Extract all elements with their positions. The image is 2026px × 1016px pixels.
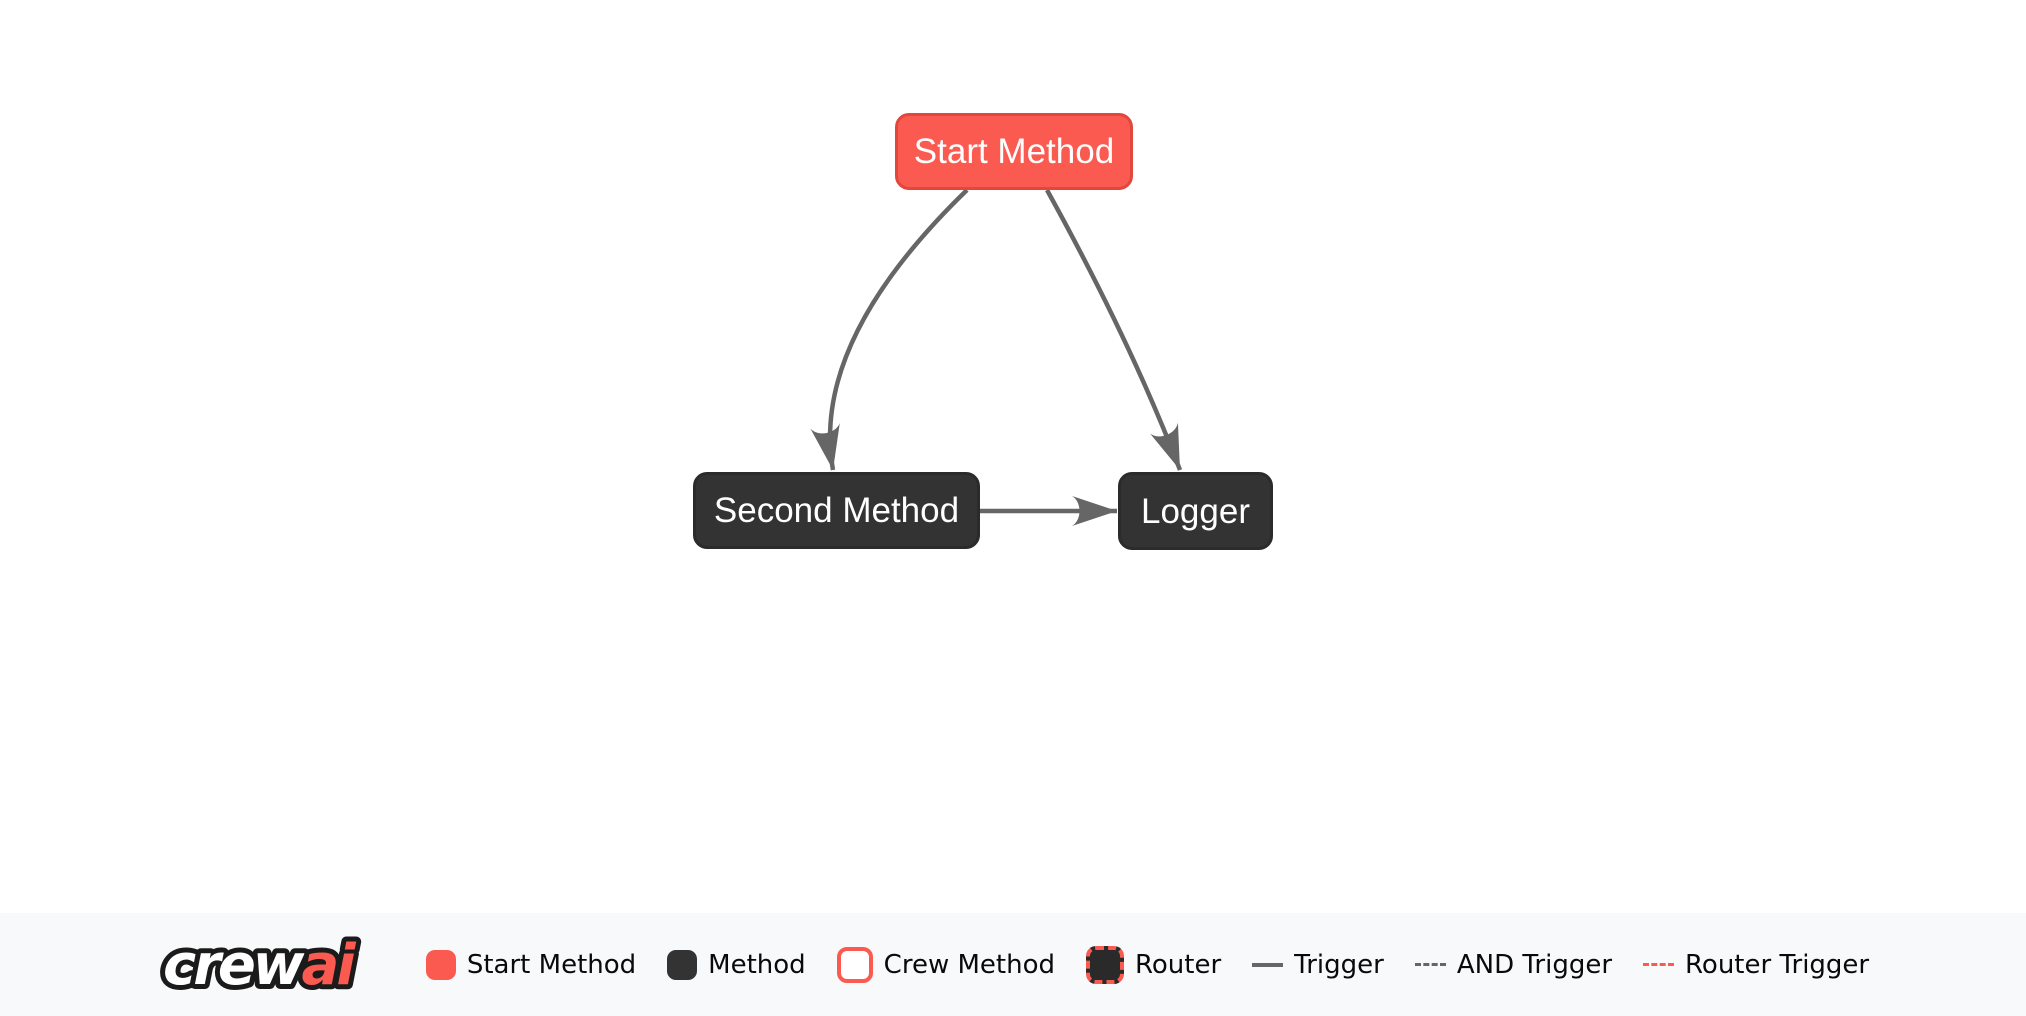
crewai-logo: crewai: [158, 928, 364, 1003]
and-trigger-line-icon: [1414, 963, 1446, 966]
legend-label: Method: [708, 949, 806, 980]
edge-start-to-logger: [1045, 188, 1183, 471]
crew-method-swatch-icon: [836, 946, 873, 983]
legend-item-method: Method: [667, 949, 806, 980]
logo-crew-text: crew: [163, 933, 305, 998]
legend-item-crew-method: Crew Method: [836, 946, 1055, 983]
router-swatch-icon: [1085, 945, 1124, 984]
node-label: Start Method: [913, 132, 1115, 171]
legend-label: AND Trigger: [1456, 949, 1613, 980]
start-method-swatch-icon: [425, 949, 456, 980]
trigger-line-icon: [1252, 962, 1284, 967]
legend-label: Trigger: [1294, 949, 1384, 980]
legend-item-router-trigger: Router Trigger: [1643, 950, 1869, 980]
legend-item-and-trigger: AND Trigger: [1414, 949, 1613, 980]
node-label: Logger: [1141, 491, 1250, 531]
node-label: Second Method: [713, 491, 960, 530]
legend-label: Router: [1134, 949, 1222, 980]
edge-start-to-second-method: [810, 188, 969, 471]
edges-layer: [810, 188, 1183, 526]
svg-text:crewai: crewai: [163, 933, 356, 998]
legend-bar: crewai Start Method Method Crew Method R…: [0, 913, 2026, 1016]
node-start-method[interactable]: Start Method: [895, 113, 1133, 190]
legend-label: Router Trigger: [1685, 949, 1870, 980]
node-logger[interactable]: Logger: [1118, 472, 1273, 550]
node-second-method[interactable]: Second Method: [693, 472, 980, 549]
legend-item-start-method: Start Method: [425, 949, 637, 980]
router-trigger-line-icon: [1643, 963, 1675, 966]
legend-item-router: Router: [1085, 945, 1222, 984]
legend-item-trigger: Trigger: [1252, 950, 1384, 980]
legend-label: Crew Method: [883, 949, 1055, 980]
flow-canvas[interactable]: Start Method Second Method Logger: [0, 0, 2026, 913]
logo-ai-text: ai: [301, 933, 356, 998]
method-swatch-icon: [667, 949, 698, 980]
legend-label: Start Method: [466, 949, 637, 980]
